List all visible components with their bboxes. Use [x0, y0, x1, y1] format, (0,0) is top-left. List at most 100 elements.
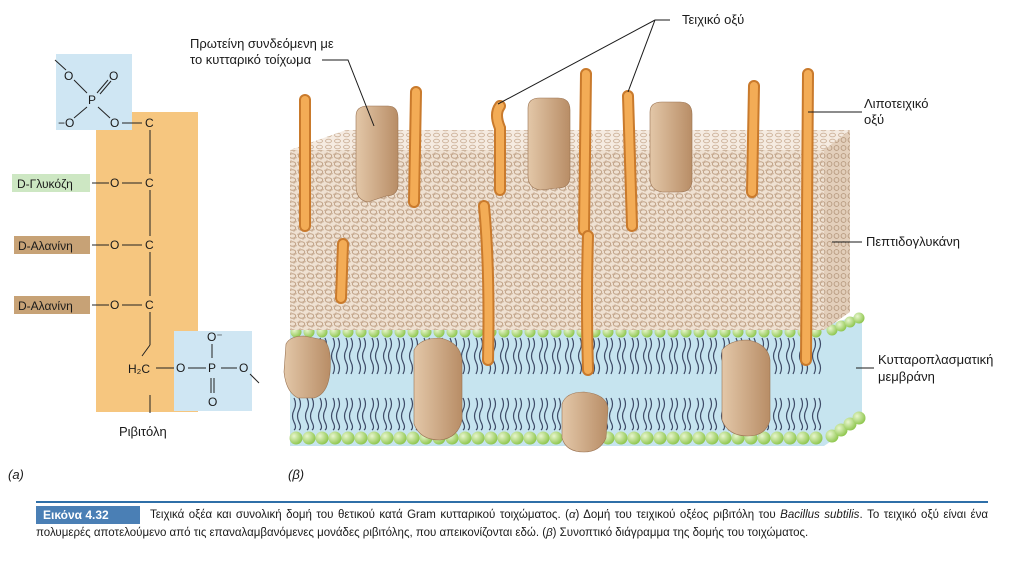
lipid-head [393, 431, 407, 445]
lipid-tail [681, 337, 687, 375]
h2c: H₂C [128, 362, 150, 376]
lipid-head [302, 431, 316, 445]
lipid-tail [408, 397, 414, 431]
lipoteichoic-acid-rod-fill [583, 232, 592, 374]
lipid-head [549, 431, 563, 445]
lipid-tail [530, 337, 536, 375]
lipid-head [679, 431, 693, 445]
label-lipoteichoic-acid: Λιποτειχικό οξύ [864, 96, 932, 127]
lipid-tail [712, 337, 718, 375]
lipid-tail [694, 337, 700, 375]
lipid-tail [816, 337, 822, 375]
label-wall-protein: Πρωτείνη συνδεόμενη με το κυτταρικό τοίχ… [190, 36, 337, 67]
lipid-tail [647, 337, 653, 375]
lipid-tail [343, 337, 349, 375]
lipid-tail [374, 397, 380, 431]
panel-b: Τειχικό οξύ Πρωτείνη συνδεόμενη με το κυ… [190, 12, 997, 482]
lipid-tail [400, 397, 406, 431]
lipid-tail [556, 397, 562, 431]
teichoic-acid-rod-fill [410, 88, 420, 206]
lipid-head [510, 431, 524, 445]
lipid-tail [525, 397, 531, 431]
figure: O O P −O O C D-Γλυκόζη O C D-Αλανίνη [8, 12, 997, 482]
lipid-tail [504, 397, 510, 431]
row1-c: C [145, 176, 154, 190]
caption-tag: Εικόνα 4.32 [36, 506, 140, 524]
lipid-tail [785, 397, 791, 431]
teichoic-acid-rod-fill [624, 92, 636, 230]
lipid-tail [668, 397, 674, 431]
glucose-label: D-Γλυκόζη [17, 177, 73, 191]
lipid-head [523, 431, 537, 445]
lipid-tail [517, 397, 523, 431]
panel-a: O O P −O O C D-Γλυκόζη O C D-Αλανίνη [8, 54, 260, 482]
lipid-head [770, 431, 784, 445]
label-membrane: Κυτταροπλασματική μεμβράνη [878, 352, 997, 384]
lipid-tail [673, 397, 679, 431]
lipid-head [653, 431, 667, 445]
alanine-label-2: D-Αλανίνη [18, 299, 73, 313]
lipid-tail [382, 397, 388, 431]
lipid-tail [512, 337, 518, 375]
lipid-tail [330, 337, 336, 375]
lipid-head [341, 431, 355, 445]
lipid-tail [621, 397, 627, 431]
lipid-head [289, 431, 303, 445]
lipid-tail [465, 337, 471, 375]
lipid-tail [361, 397, 367, 431]
alanine-tag-2 [14, 296, 90, 314]
lipid-tail [707, 337, 713, 375]
lipid-tail [291, 397, 297, 431]
lipid-head [458, 431, 472, 445]
lipid-tail [491, 397, 497, 431]
lipid-tail [694, 397, 700, 431]
lipid-tail [499, 397, 505, 431]
teichoic-acid-rod-fill [580, 70, 590, 234]
lipid-tail [525, 337, 531, 375]
caption-text: Τειχικά οξέα και συνολική δομή του θετικ… [36, 509, 989, 539]
lipid-head [835, 320, 847, 332]
lipid-tail [712, 397, 718, 431]
lipid-tail [343, 397, 349, 431]
lipid-head [380, 431, 394, 445]
figure-caption: Εικόνα 4.32 Τειχικά οξέα και συνολική δο… [36, 504, 988, 572]
lipid-head [640, 431, 654, 445]
phosphate-o-right: O [109, 69, 118, 83]
lipid-tail [543, 337, 549, 375]
lipid-tail [655, 337, 661, 375]
lipid-tail [543, 397, 549, 431]
lipid-tail [361, 337, 367, 375]
phosphate2-p: P [208, 361, 216, 375]
lipid-tail [387, 397, 393, 431]
phosphate-o-link: O [110, 116, 119, 130]
lipid-tail [517, 337, 523, 375]
lipid-tail [356, 397, 362, 431]
lipid-tail [772, 397, 778, 431]
teichoic-acid-rod-fill [337, 240, 347, 302]
lipid-tail [309, 397, 315, 431]
membrane-proteins [283, 335, 771, 453]
lipid-tail [538, 337, 544, 375]
teichoic-acid-rod-fill [748, 82, 758, 196]
lipid-tail [356, 337, 362, 375]
lipid-tail [668, 337, 674, 375]
lipid-tail [395, 397, 401, 431]
lipid-tail [608, 397, 614, 431]
panel-b-letter: (β) [288, 467, 304, 482]
lipid-tail [616, 337, 622, 375]
membrane-protein-2 [413, 337, 463, 441]
lipid-head [705, 431, 719, 445]
phosphate2-o-bottom: O [208, 395, 217, 409]
lipid-tail [621, 337, 627, 375]
lipid-tail [478, 397, 484, 431]
lipid-head [853, 312, 865, 324]
teichoic-acid-rods [299, 68, 814, 376]
lipid-tail [816, 397, 822, 431]
lipid-head [796, 431, 810, 445]
ribitol-label: Ριβιτόλη [119, 424, 167, 439]
lipid-tail [707, 397, 713, 431]
membrane-protein-3 [561, 391, 609, 453]
lipid-tail [304, 397, 310, 431]
lipid-tail [382, 337, 388, 375]
lipid-tail [530, 397, 536, 431]
